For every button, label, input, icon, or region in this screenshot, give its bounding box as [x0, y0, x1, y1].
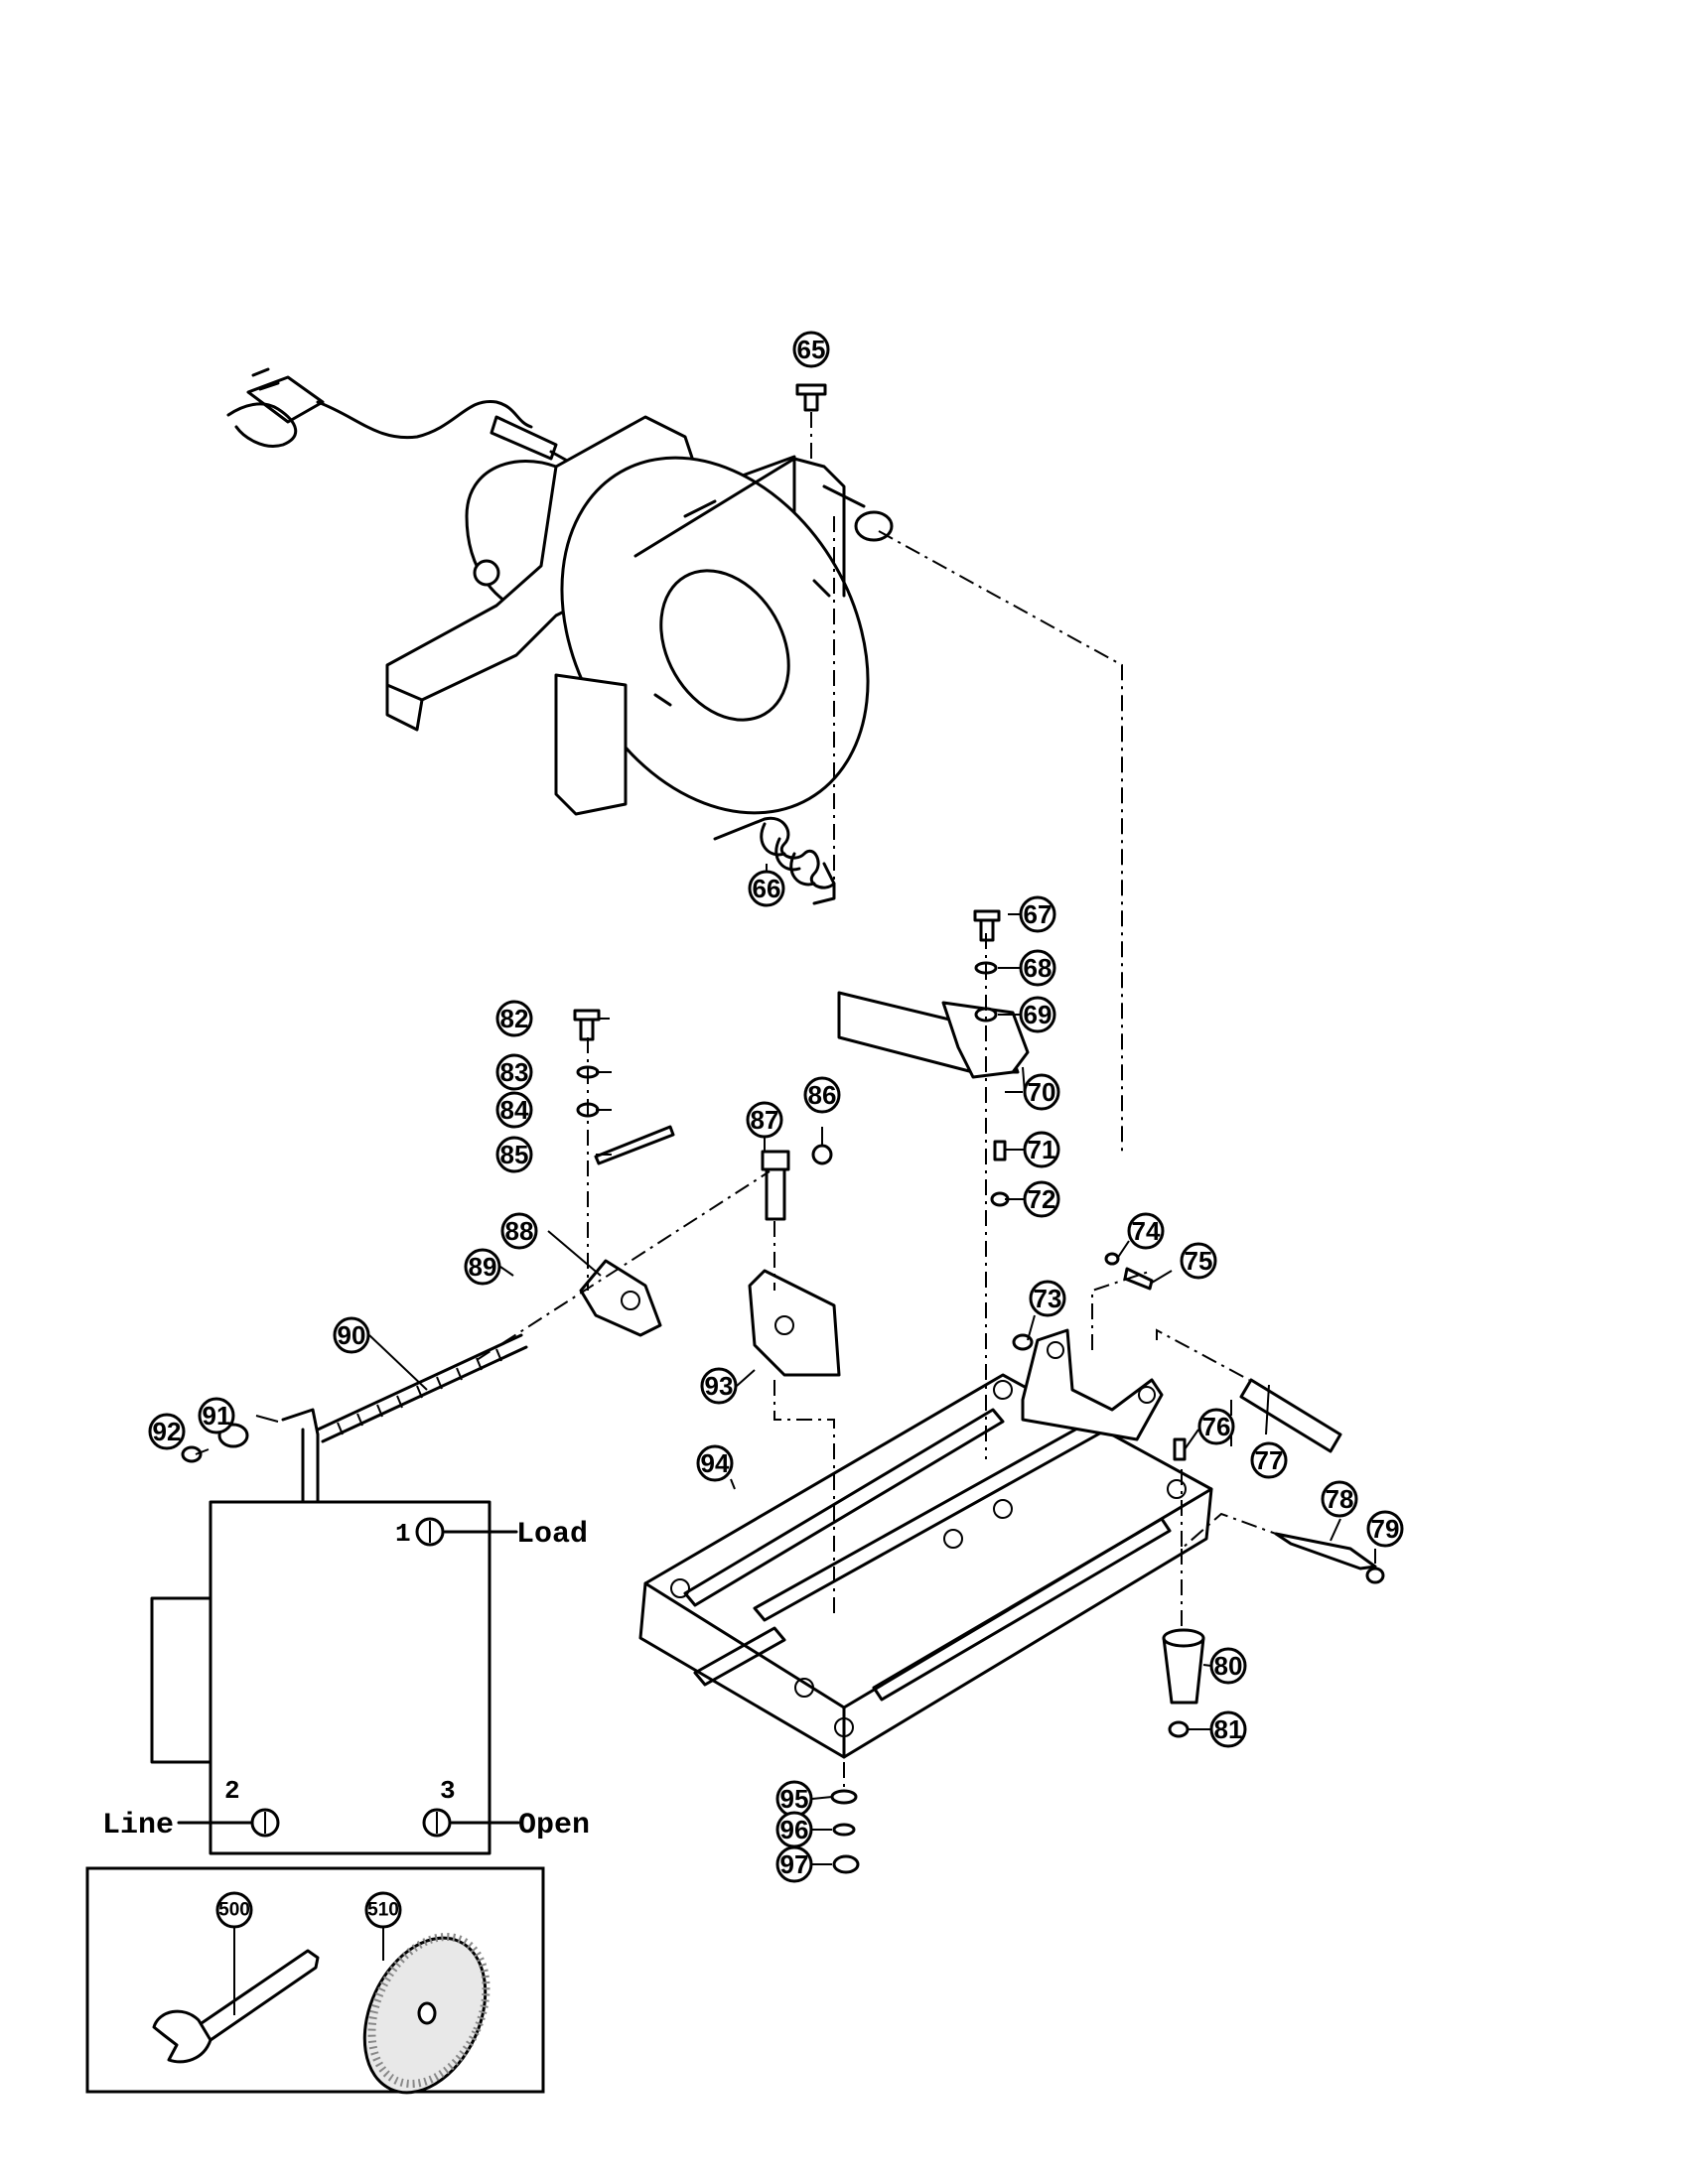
callout-92: 92 — [148, 1413, 186, 1450]
callout-80: 80 — [1209, 1647, 1247, 1685]
assembly-lines — [476, 412, 1277, 1787]
svg-text:89: 89 — [469, 1252, 497, 1282]
svg-text:94: 94 — [701, 1448, 730, 1478]
load-label: Load — [516, 1518, 588, 1552]
callout-91: 91 — [198, 1397, 235, 1434]
lock-lever — [1274, 1532, 1377, 1570]
callout-68: 68 — [1019, 949, 1056, 987]
svg-text:81: 81 — [1214, 1714, 1243, 1744]
callout-71: 71 — [1023, 1131, 1060, 1168]
terminal-2-number: 2 — [224, 1776, 240, 1806]
power-cord — [226, 367, 598, 478]
cutoff-wheel — [362, 1932, 491, 2095]
callout-65: 65 — [792, 331, 830, 368]
accessories-box — [85, 1866, 545, 2095]
svg-text:92: 92 — [153, 1417, 182, 1446]
svg-text:65: 65 — [797, 335, 826, 364]
callout-72: 72 — [1023, 1180, 1060, 1218]
wrench — [152, 1949, 320, 2064]
svg-text:88: 88 — [505, 1216, 534, 1246]
switch-body — [150, 1596, 212, 1764]
callout-510: 510 — [364, 1891, 402, 1929]
callout-73: 73 — [1029, 1280, 1066, 1317]
callout-500: 500 — [215, 1891, 253, 1929]
callout-93: 93 — [700, 1367, 738, 1405]
terminal-1-number: 1 — [395, 1519, 411, 1549]
svg-text:75: 75 — [1185, 1246, 1213, 1276]
wiring-diagram: 1 Load 2 Line 3 Open — [102, 1500, 590, 1855]
svg-text:87: 87 — [751, 1105, 779, 1135]
svg-text:79: 79 — [1371, 1514, 1400, 1544]
callout-95: 95 — [775, 1780, 813, 1818]
svg-text:77: 77 — [1255, 1445, 1284, 1475]
blade-hub — [659, 569, 790, 722]
svg-text:84: 84 — [500, 1095, 529, 1125]
base-plate — [638, 1373, 1213, 1759]
vise-block — [579, 1259, 662, 1337]
svg-text:69: 69 — [1024, 1000, 1052, 1029]
rubber-foot — [1162, 1636, 1205, 1705]
callout-88: 88 — [500, 1212, 538, 1250]
callout-97: 97 — [775, 1845, 813, 1883]
svg-text:80: 80 — [1214, 1651, 1243, 1681]
pivot-shaft — [1239, 1378, 1342, 1453]
callout-74: 74 — [1127, 1212, 1165, 1250]
svg-text:91: 91 — [203, 1401, 231, 1431]
callout-67: 67 — [1019, 895, 1056, 933]
svg-text:73: 73 — [1034, 1284, 1062, 1313]
callout-89: 89 — [464, 1248, 501, 1286]
svg-text:82: 82 — [500, 1004, 529, 1033]
svg-text:71: 71 — [1028, 1135, 1056, 1164]
callout-90: 90 — [333, 1316, 370, 1354]
svg-text:97: 97 — [780, 1849, 809, 1879]
svg-text:78: 78 — [1326, 1484, 1354, 1514]
svg-text:76: 76 — [1202, 1412, 1231, 1441]
svg-text:74: 74 — [1132, 1216, 1161, 1246]
svg-text:83: 83 — [500, 1057, 529, 1087]
callout-94: 94 — [696, 1444, 734, 1482]
svg-text:93: 93 — [705, 1371, 734, 1401]
svg-text:72: 72 — [1028, 1184, 1056, 1214]
open-label: Open — [518, 1809, 590, 1843]
callout-79: 79 — [1366, 1510, 1404, 1548]
svg-text:96: 96 — [780, 1815, 809, 1844]
callout-76: 76 — [1197, 1408, 1235, 1445]
callout-70: 70 — [1023, 1073, 1060, 1111]
lead-screw — [281, 1333, 528, 1506]
base-assembly — [638, 1328, 1213, 1759]
lower-guard — [554, 673, 628, 816]
svg-text:90: 90 — [338, 1320, 366, 1350]
callout-85: 85 — [495, 1136, 533, 1173]
saw-head-assembly — [226, 367, 894, 816]
callout-82: 82 — [495, 1000, 533, 1037]
svg-text:68: 68 — [1024, 953, 1052, 983]
callout-83: 83 — [495, 1053, 533, 1091]
callout-77: 77 — [1250, 1441, 1288, 1479]
svg-text:510: 510 — [367, 1900, 399, 1921]
torsion-spring — [713, 816, 836, 905]
callout-87: 87 — [746, 1101, 783, 1139]
svg-text:95: 95 — [780, 1784, 809, 1814]
svg-text:86: 86 — [808, 1080, 837, 1110]
callout-78: 78 — [1321, 1480, 1358, 1518]
callout-86: 86 — [803, 1076, 841, 1114]
line-label: Line — [102, 1809, 174, 1843]
vise-jaw — [748, 1269, 841, 1377]
svg-text:66: 66 — [753, 874, 781, 903]
callout-69: 69 — [1019, 996, 1056, 1033]
svg-text:500: 500 — [218, 1900, 250, 1921]
terminal-3-number: 3 — [440, 1776, 456, 1806]
svg-text:67: 67 — [1024, 899, 1052, 929]
callout-96: 96 — [775, 1811, 813, 1848]
callout-66: 66 — [748, 870, 785, 907]
callout-81: 81 — [1209, 1710, 1247, 1748]
callout-84: 84 — [495, 1091, 533, 1129]
svg-text:85: 85 — [500, 1140, 529, 1169]
callout-75: 75 — [1180, 1242, 1217, 1280]
svg-text:70: 70 — [1028, 1077, 1056, 1107]
